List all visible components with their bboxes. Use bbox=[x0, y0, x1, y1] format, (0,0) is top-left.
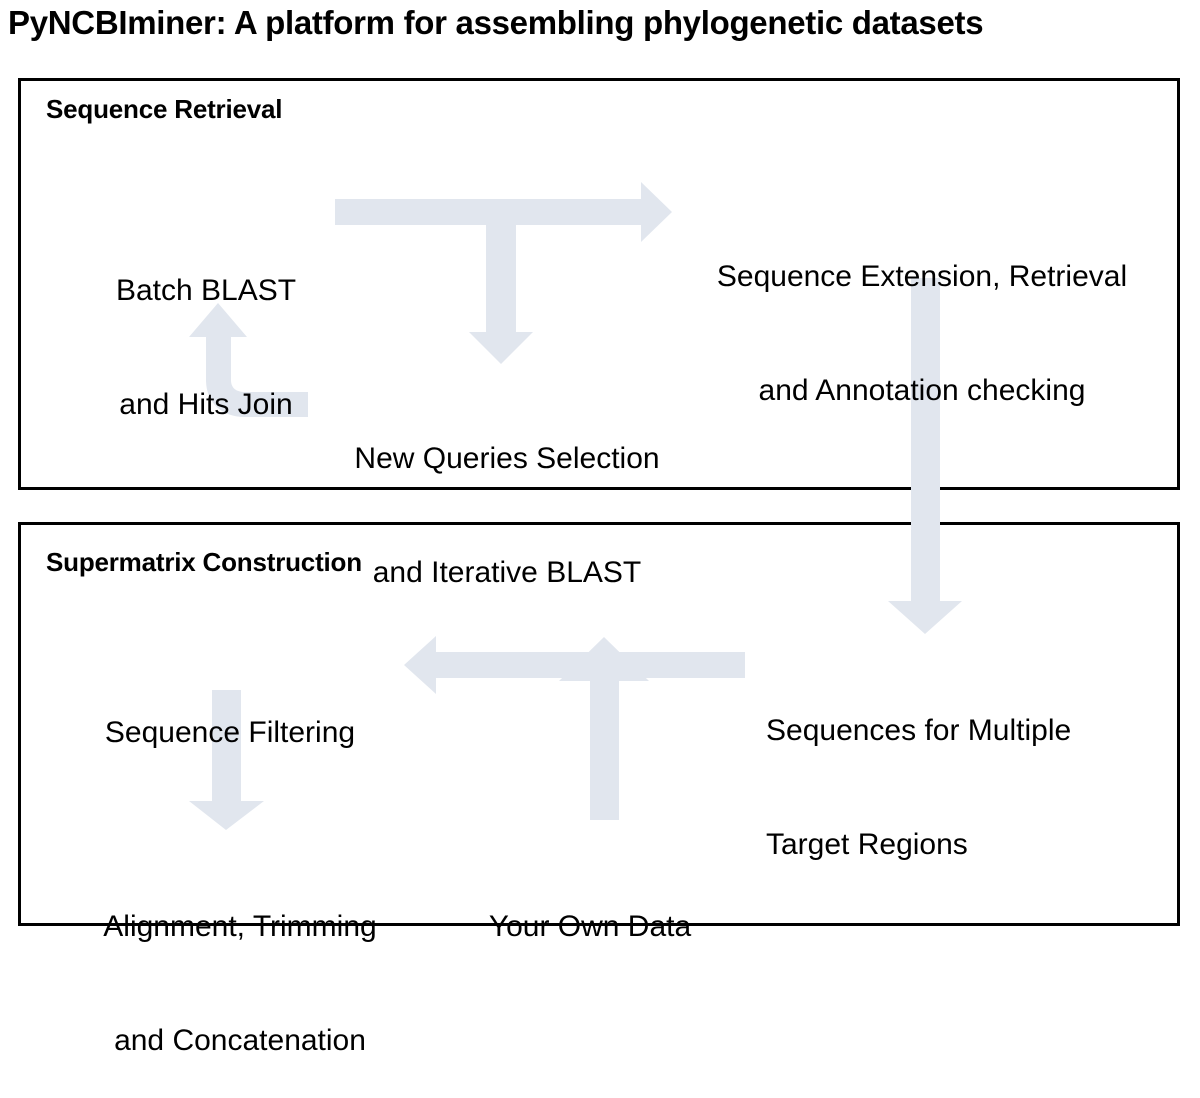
panel-heading-supermatrix-construction: Supermatrix Construction bbox=[46, 547, 362, 577]
node-sequence-filtering-line1: Sequence Filtering bbox=[104, 716, 356, 749]
node-new-queries-line2: and Iterative BLAST bbox=[372, 556, 642, 589]
node-batch-blast-line2: and Hits Join bbox=[119, 388, 293, 421]
node-sequence-extension-line2: and Annotation checking bbox=[758, 374, 1086, 407]
node-alignment-trimming-line1: Alignment, Trimming bbox=[103, 910, 377, 943]
node-sequence-extension-line1: Sequence Extension, Retrieval bbox=[716, 260, 1128, 293]
panel-sequence-retrieval bbox=[18, 78, 1180, 490]
node-batch-blast-line1: Batch BLAST bbox=[115, 274, 297, 307]
node-new-queries-line1: New Queries Selection bbox=[354, 442, 660, 475]
node-sequences-multiple-target-line2: Target Regions bbox=[766, 828, 968, 861]
node-new-queries: New Queries Selection and Iterative BLAS… bbox=[322, 364, 692, 630]
node-sequence-extension: Sequence Extension, Retrieval and Annota… bbox=[672, 182, 1172, 448]
node-alignment-trimming-line2: and Concatenation bbox=[114, 1024, 366, 1057]
node-sequence-filtering: Sequence Filtering bbox=[60, 638, 400, 790]
figure-title: PyNCBIminer: A platform for assembling p… bbox=[8, 4, 984, 41]
node-alignment-trimming: Alignment, Trimming and Concatenation bbox=[60, 832, 420, 1098]
node-sequences-multiple-target: Sequences for Multiple Target Regions bbox=[766, 636, 1146, 902]
panel-heading-sequence-retrieval: Sequence Retrieval bbox=[46, 94, 283, 124]
node-batch-blast: Batch BLAST and Hits Join bbox=[66, 196, 346, 462]
node-sequences-multiple-target-line1: Sequences for Multiple bbox=[766, 714, 1072, 747]
node-your-own-data: Your Own Data bbox=[460, 832, 720, 984]
panel-supermatrix-construction bbox=[18, 522, 1180, 926]
node-your-own-data-line1: Your Own Data bbox=[488, 910, 692, 943]
